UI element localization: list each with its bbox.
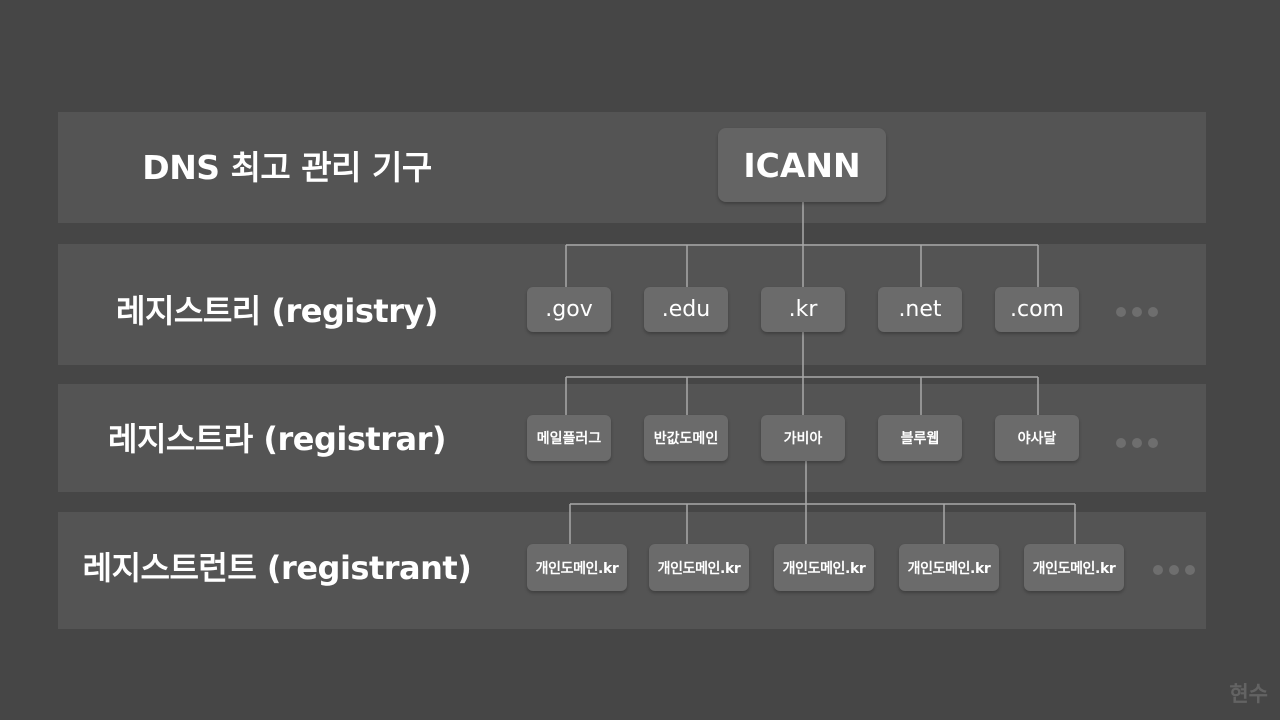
- registrar-node: 야사달: [995, 415, 1079, 461]
- tld-more-ellipsis: [1116, 307, 1158, 317]
- registrant-node: 개인도메인.kr: [649, 544, 749, 591]
- tier-label-top-authority: DNS 최고 관리 기구: [142, 148, 432, 187]
- tld-node-net: .net: [878, 287, 962, 332]
- tld-node-kr: .kr: [761, 287, 845, 332]
- tier-label-registry: 레지스트리 (registry): [116, 292, 438, 330]
- registrant-more-ellipsis: [1153, 565, 1195, 575]
- tld-node-gov: .gov: [527, 287, 611, 332]
- tier-band-registrant: [58, 512, 1206, 629]
- icann-node: ICANN: [718, 128, 886, 202]
- tld-node-com: .com: [995, 287, 1079, 332]
- registrant-node: 개인도메인.kr: [899, 544, 999, 591]
- tier-band-top-authority: [58, 112, 1206, 223]
- tier-label-registrar: 레지스트라 (registrar): [108, 420, 446, 458]
- tier-label-registrant: 레지스트런트 (registrant): [82, 549, 472, 587]
- registrar-more-ellipsis: [1116, 438, 1158, 448]
- registrant-node: 개인도메인.kr: [527, 544, 627, 591]
- tld-node-edu: .edu: [644, 287, 728, 332]
- registrant-node: 개인도메인.kr: [1024, 544, 1124, 591]
- registrant-node: 개인도메인.kr: [774, 544, 874, 591]
- author-watermark: 현수: [1229, 682, 1268, 706]
- registrar-node-gabia: 가비아: [761, 415, 845, 461]
- registrar-node: 메일플러그: [527, 415, 611, 461]
- registrar-node: 블루웹: [878, 415, 962, 461]
- registrar-node: 반값도메인: [644, 415, 728, 461]
